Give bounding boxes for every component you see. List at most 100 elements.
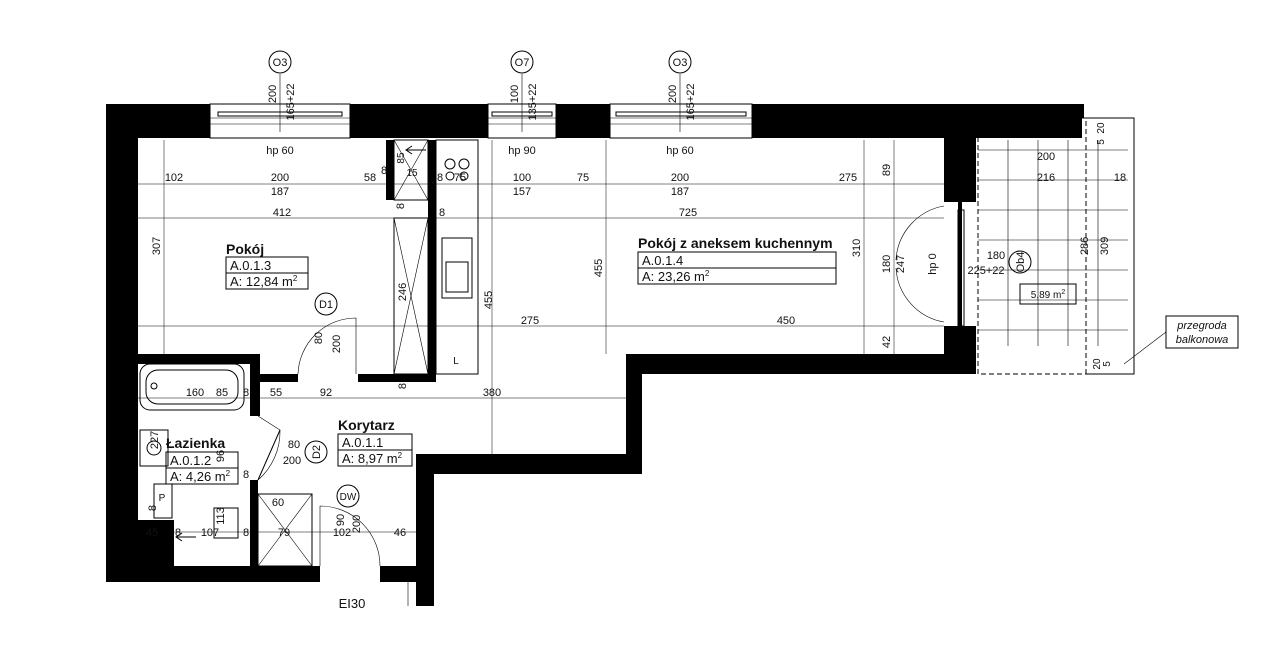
door-tag-dw: DW <box>340 492 357 503</box>
door-d1-height: 200 <box>331 335 343 353</box>
sill-height-balcony: hp 0 <box>927 253 939 274</box>
dim-275: 275 <box>839 172 857 184</box>
windows: O3 O7 O3 200 165+22 100 135+22 200 165+2… <box>209 50 753 157</box>
dim-247: 247 <box>895 255 907 273</box>
balcony-dim-216: 216 <box>1037 172 1055 184</box>
balcony-dim-5-bottom: 5 <box>1102 361 1113 367</box>
dim-8-a: 8 <box>381 165 387 177</box>
fixture-l: L <box>453 356 459 367</box>
room-label-pokoj: Pokój A.0.1.3 A: 12,84 m2 <box>225 241 309 290</box>
dim-160: 160 <box>186 387 204 399</box>
dim-412: 412 <box>273 207 291 219</box>
balcony-dim-18: 18 <box>1114 172 1126 184</box>
bathroom-fixtures: P <box>139 363 313 567</box>
dim-8-bath-a: 8 <box>147 505 159 511</box>
sill-height-1: hp 60 <box>266 145 294 157</box>
room-name-pokoj: Pokój <box>226 241 264 257</box>
dim-8-bath-c: 8 <box>243 527 249 539</box>
dim-100: 100 <box>513 172 531 184</box>
room-code-pokoj: A.0.1.3 <box>230 258 271 273</box>
dim-55: 55 <box>270 387 282 399</box>
dimension-lines <box>138 140 944 533</box>
dim-180-door: 180 <box>881 255 893 273</box>
door-d2-height: 200 <box>283 455 301 467</box>
room-name-pokoj-kuchnia: Pokój z aneksem kuchennym <box>638 235 833 251</box>
window-tag-o3-right: O3 <box>673 57 688 69</box>
balcony-dim-200: 200 <box>1037 151 1055 163</box>
door-dw-width: 90 <box>335 514 347 526</box>
dim-450: 450 <box>777 315 795 327</box>
door-tag-d1: D1 <box>319 299 333 311</box>
door-tag-d2: D2 <box>311 445 323 459</box>
dim-8-bath-b: 8 <box>175 527 181 539</box>
dim-455-b: 455 <box>593 259 605 277</box>
dim-85-bath: 85 <box>216 387 228 399</box>
dim-75-b: 75 <box>577 172 589 184</box>
room-area-lazienka: A: 4,26 m2 <box>170 469 231 484</box>
dim-307: 307 <box>151 237 163 255</box>
dim-157: 157 <box>513 186 531 198</box>
dim-8-hall: 8 <box>243 387 249 399</box>
dim-102-bottom: 102 <box>333 527 351 539</box>
window-tag-o3-left: O3 <box>273 57 288 69</box>
dim-310: 310 <box>851 239 863 257</box>
window-tag-o7: O7 <box>515 57 530 69</box>
kitchen-shaft: 85 8 <box>393 139 429 375</box>
dim-58: 58 <box>364 172 376 184</box>
door-d1-width: 80 <box>313 332 325 344</box>
partition-callout: przegroda balkonowa <box>1123 315 1239 365</box>
room-code-korytarz: A.0.1.1 <box>342 435 383 450</box>
dim-92: 92 <box>320 387 332 399</box>
sill-height-3: hp 60 <box>666 145 694 157</box>
dim-15: 15 <box>406 168 418 179</box>
dim-8-shaft: 8 <box>395 203 407 209</box>
dim-275-mid: 275 <box>521 315 539 327</box>
dim-8-c: 8 <box>439 207 445 219</box>
room-label-pokoj-kuchnia: Pokój z aneksem kuchennym A.0.1.4 A: 23,… <box>637 235 837 285</box>
room-name-korytarz: Korytarz <box>338 417 395 433</box>
balcony-dim-20-top: 20 <box>1096 122 1107 134</box>
partition-label-2: balkonowa <box>1176 334 1229 346</box>
dim-246: 246 <box>397 283 409 301</box>
dimensions-top: 102 200 58 8 15 8 75 100 75 200 275 89 1… <box>165 164 893 327</box>
dimensions-vertical: 307 246 455 455 310 180 247 42 8 <box>151 237 907 389</box>
room-code-lazienka: A.0.1.2 <box>170 453 211 468</box>
dim-60: 60 <box>272 497 284 509</box>
dim-113: 113 <box>215 507 227 525</box>
dim-187-a: 187 <box>271 186 289 198</box>
dim-725: 725 <box>679 207 697 219</box>
dim-8-b: 8 <box>437 172 443 184</box>
door-dw-height: 200 <box>351 515 363 533</box>
sill-height-2: hp 90 <box>508 145 536 157</box>
dim-85-shaft: 85 <box>396 152 407 164</box>
dim-79: 79 <box>278 527 290 539</box>
kitchen-counter: L <box>405 139 479 375</box>
window-dim-w3-height: 165+22 <box>685 83 697 120</box>
window-dim-w1-height: 165+22 <box>285 83 297 120</box>
dimensions-hall: 160 85 8 55 92 380 227 96 113 8 8 45 8 1… <box>146 387 501 539</box>
dim-227: 227 <box>149 431 161 449</box>
dim-96: 96 <box>215 450 227 462</box>
balcony-door-width: 180 <box>987 250 1005 262</box>
dim-187-b: 187 <box>671 186 689 198</box>
balcony-dim-5-top: 5 <box>1096 139 1107 145</box>
dim-107: 107 <box>201 527 219 539</box>
balcony: 5,89 m2 200 216 18 286 309 20 5 20 5 Ob4… <box>895 117 1135 375</box>
balcony-dim-286: 286 <box>1079 237 1091 255</box>
exit-rating: EI30 <box>339 596 366 611</box>
window-dim-w2-height: 135+22 <box>527 83 539 120</box>
window-o3-right <box>609 103 753 139</box>
door-d2-width: 80 <box>288 439 300 451</box>
balcony-dim-309: 309 <box>1099 237 1111 255</box>
balcony-area: 5,89 m2 <box>1031 289 1066 301</box>
dim-89: 89 <box>881 164 893 176</box>
fixture-p: P <box>159 493 166 504</box>
room-name-lazienka: Łazienka <box>166 435 225 451</box>
balcony-dim-20-bottom: 20 <box>1092 358 1103 370</box>
walls <box>106 104 1084 606</box>
room-area-pokoj-kuchnia: A: 23,26 m2 <box>642 269 710 284</box>
room-code-pokoj-kuchnia: A.0.1.4 <box>642 253 683 268</box>
dim-8-bath-d: 8 <box>243 469 249 481</box>
partition-label-1: przegroda <box>1176 320 1227 332</box>
